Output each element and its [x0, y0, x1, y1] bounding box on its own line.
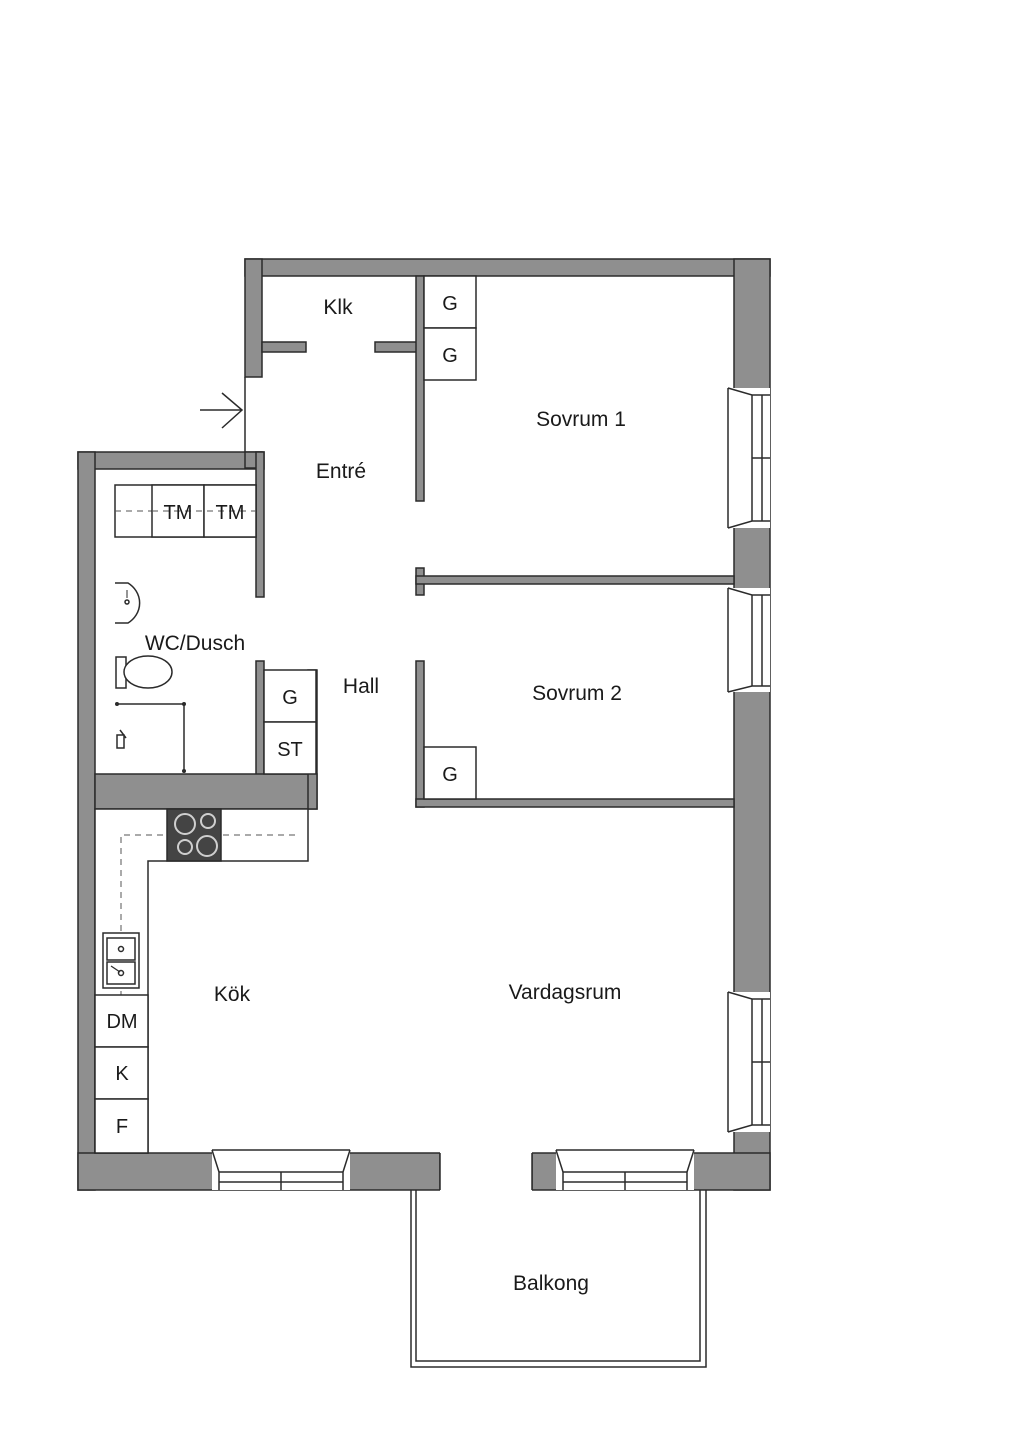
fixture-label-g-hall: G	[282, 687, 298, 709]
sink-icon	[115, 582, 141, 624]
kitchen-sink-icon	[102, 932, 140, 989]
fixture-label-f: F	[116, 1116, 128, 1138]
entrance-arrow-icon	[200, 377, 246, 452]
appliance-f	[94, 1098, 149, 1154]
wardrobe-s2	[423, 746, 477, 800]
toilet-icon	[115, 655, 173, 689]
fixture-label-g-s1-top: G	[442, 293, 458, 315]
wardrobe-hall	[263, 669, 317, 723]
fixture-label-dm: DM	[106, 1011, 137, 1033]
room-label-hall: Hall	[343, 675, 379, 698]
fixture-label-tm1: TM	[164, 502, 193, 524]
room-label-kok: Kök	[214, 983, 251, 1006]
wardrobe-s1-bottom	[423, 327, 477, 381]
wardrobe-s1-top	[423, 275, 477, 329]
appliance-dm	[94, 994, 149, 1048]
appliance-k	[94, 1046, 149, 1100]
balcony	[410, 1190, 707, 1368]
windows	[211, 387, 770, 1192]
room-label-balkong: Balkong	[513, 1272, 589, 1295]
fixture-label-tm2: TM	[216, 502, 245, 524]
storage-st	[263, 721, 317, 775]
room-label-sovrum1: Sovrum 1	[536, 408, 626, 431]
room-label-vardagsrum: Vardagsrum	[509, 981, 622, 1004]
laundry-counter	[114, 484, 257, 538]
stove-icon	[166, 808, 222, 862]
room-label-klk: Klk	[323, 296, 353, 319]
interior-walls	[94, 275, 735, 810]
fixture-label-g-s2: G	[442, 764, 458, 786]
fixture-label-g-s1-bottom: G	[442, 345, 458, 367]
room-label-wc: WC/Dusch	[145, 632, 245, 655]
fixture-label-k: K	[115, 1063, 129, 1085]
room-label-entre: Entré	[316, 460, 366, 483]
fixture-label-st: ST	[277, 739, 303, 761]
shower-icon	[115, 702, 186, 773]
room-label-sovrum2: Sovrum 2	[532, 682, 622, 705]
